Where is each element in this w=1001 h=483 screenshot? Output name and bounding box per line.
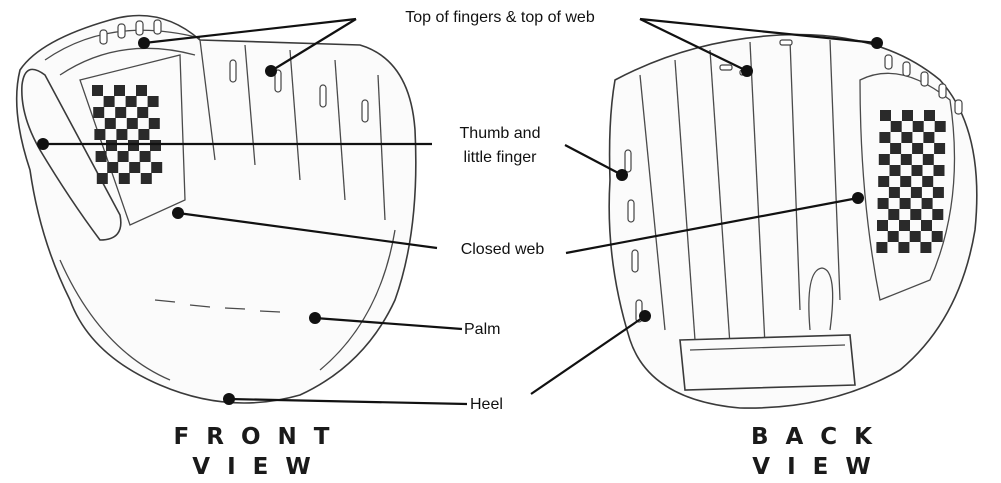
web-check xyxy=(92,85,103,96)
back-glove xyxy=(609,35,977,409)
web-check xyxy=(890,143,901,154)
label-thumb-line1: Thumb and xyxy=(435,124,565,144)
pointer-web-back xyxy=(852,192,864,204)
pointer-top-front-1 xyxy=(138,37,150,49)
web-check xyxy=(137,107,148,118)
web-check xyxy=(910,231,921,242)
web-check xyxy=(106,140,117,151)
web-check xyxy=(96,151,107,162)
web-check xyxy=(116,129,127,140)
web-check xyxy=(922,176,933,187)
web-check xyxy=(149,118,160,129)
web-check xyxy=(888,231,899,242)
leader-palm-back xyxy=(531,316,645,394)
web-check xyxy=(136,85,147,96)
pointer-thumb-front xyxy=(37,138,49,150)
web-check xyxy=(150,140,161,151)
web-check xyxy=(151,162,162,173)
web-check xyxy=(118,151,129,162)
pointer-thumb-back xyxy=(616,169,628,181)
web-check xyxy=(932,209,943,220)
web-check xyxy=(141,173,152,184)
web-check xyxy=(891,121,902,132)
web-check xyxy=(934,165,945,176)
web-check xyxy=(912,165,923,176)
web-check xyxy=(138,129,149,140)
web-check xyxy=(879,154,890,165)
pointer-palm xyxy=(309,312,321,324)
web-check xyxy=(924,110,935,121)
web-check xyxy=(880,110,891,121)
web-check xyxy=(912,143,923,154)
web-check xyxy=(889,187,900,198)
web-check xyxy=(923,154,934,165)
web-check xyxy=(140,151,151,162)
web-check xyxy=(890,165,901,176)
web-check xyxy=(93,107,104,118)
web-check xyxy=(148,96,159,107)
web-check xyxy=(876,242,887,253)
web-check xyxy=(932,231,943,242)
pointer-web-front xyxy=(172,207,184,219)
label-thumb-little-finger: Thumb and little finger xyxy=(435,124,565,168)
web-check xyxy=(107,162,118,173)
web-check xyxy=(115,107,126,118)
label-palm: Palm xyxy=(464,320,524,340)
web-check xyxy=(126,96,137,107)
web-check xyxy=(878,176,889,187)
front-view-title-line2: VIEW xyxy=(160,454,360,480)
web-check xyxy=(128,140,139,151)
pointer-top-back-2 xyxy=(871,37,883,49)
web-check xyxy=(104,96,115,107)
front-view-title-line1: FRONT xyxy=(160,424,360,450)
web-check xyxy=(878,198,889,209)
web-check xyxy=(933,187,944,198)
pointer-top-front-2 xyxy=(265,65,277,77)
web-check xyxy=(900,198,911,209)
back-view-title-line2: VIEW xyxy=(720,454,920,480)
web-check xyxy=(901,154,912,165)
web-check xyxy=(934,143,945,154)
web-check xyxy=(922,198,933,209)
web-check xyxy=(920,242,931,253)
pointer-top-back-1 xyxy=(741,65,753,77)
web-check xyxy=(899,220,910,231)
web-check xyxy=(119,173,130,184)
web-check xyxy=(923,132,934,143)
label-top-of-fingers: Top of fingers & top of web xyxy=(360,8,640,28)
label-thumb-line2: little finger xyxy=(435,148,565,168)
back-view-title-line1: BACK xyxy=(720,424,920,450)
web-check xyxy=(910,209,921,220)
web-check xyxy=(129,162,140,173)
web-check xyxy=(877,220,888,231)
front-glove xyxy=(17,16,416,404)
web-check xyxy=(879,132,890,143)
web-check xyxy=(935,121,946,132)
pointer-palm-back xyxy=(639,310,651,322)
web-check xyxy=(105,118,116,129)
web-check xyxy=(94,129,105,140)
web-check xyxy=(114,85,125,96)
label-closed-web: Closed web xyxy=(440,240,565,260)
web-check xyxy=(901,132,912,143)
web-check xyxy=(898,242,909,253)
web-check xyxy=(902,110,913,121)
web-check xyxy=(921,220,932,231)
web-check xyxy=(127,118,138,129)
web-check xyxy=(97,173,108,184)
web-check xyxy=(913,121,924,132)
label-heel: Heel xyxy=(470,395,530,415)
web-check xyxy=(900,176,911,187)
web-check xyxy=(888,209,899,220)
web-check xyxy=(911,187,922,198)
pointer-heel xyxy=(223,393,235,405)
